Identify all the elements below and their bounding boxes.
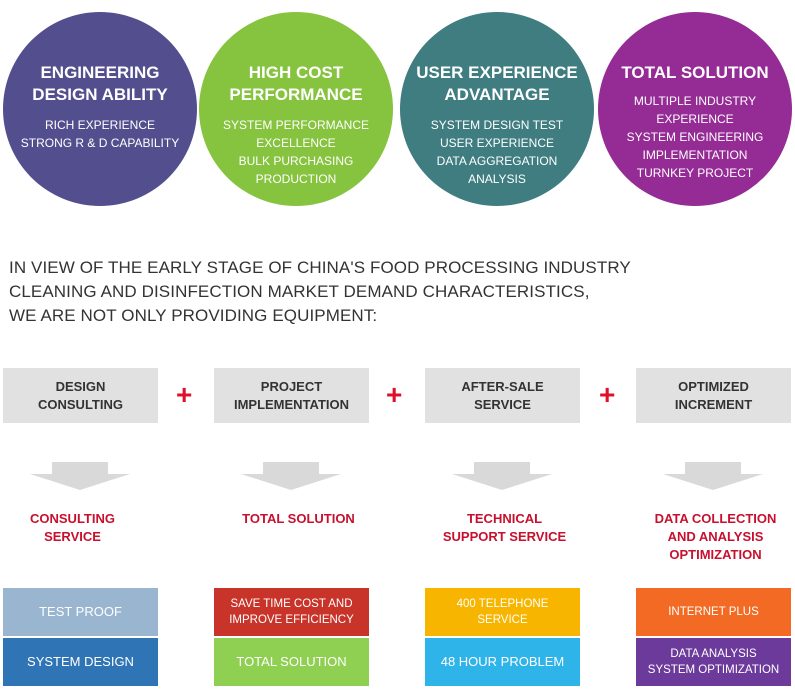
down-arrow-icon: [452, 462, 552, 490]
benefit-box-system-design: SYSTEM DESIGN: [3, 638, 158, 686]
feature-circle-cost-performance: HIGH COST PERFORMANCE SYSTEM PERFORMANCE…: [199, 12, 393, 206]
intro-line: CLEANING AND DISINFECTION MARKET DEMAND …: [9, 282, 590, 301]
circle-line: SYSTEM DESIGN TEST: [430, 118, 564, 132]
circle-line: SYSTEM ENGINEERING: [626, 130, 764, 144]
service-label-total-solution: TOTAL SOLUTION: [242, 511, 355, 526]
plus-icon: +: [386, 379, 403, 410]
circle-line: DATA AGGREGATION: [436, 154, 558, 168]
plus-icon: +: [176, 379, 193, 410]
step-after-sale-service: AFTER-SALE SERVICE: [425, 368, 580, 423]
circle-details: SYSTEM PERFORMANCE EXCELLENCE BULK PURCH…: [223, 116, 369, 188]
step-optimized-increment: OPTIMIZED INCREMENT: [636, 368, 791, 423]
circle-details: MULTIPLE INDUSTRY EXPERIENCE SYSTEM ENGI…: [627, 92, 764, 182]
circle-line: STRONG R & D CAPABILITY: [20, 136, 180, 150]
step-design-consulting: DESIGN CONSULTING: [3, 368, 158, 423]
down-arrow-icon: [30, 462, 130, 490]
intro-paragraph: IN VIEW OF THE EARLY STAGE OF CHINA'S FO…: [9, 256, 631, 328]
circle-line: PRODUCTION: [255, 172, 337, 186]
circle-title: HIGH COST PERFORMANCE: [229, 63, 363, 104]
plus-icon: +: [599, 379, 616, 410]
benefit-box-48-hour: 48 HOUR PROBLEM: [425, 638, 580, 686]
service-label-consulting: CONSULTING SERVICE: [30, 511, 115, 544]
circle-line: USER EXPERIENCE: [439, 136, 555, 150]
circle-line: TURNKEY PROJECT: [636, 166, 754, 180]
feature-circle-total-solution: TOTAL SOLUTION MULTIPLE INDUSTRY EXPERIE…: [598, 12, 792, 206]
intro-line: WE ARE NOT ONLY PROVIDING EQUIPMENT:: [9, 306, 378, 325]
circle-line: SYSTEM PERFORMANCE: [222, 118, 369, 132]
circle-title: ENGINEERING DESIGN ABILITY: [32, 63, 168, 104]
benefit-box-save-time: SAVE TIME COST AND IMPROVE EFFICIENCY: [214, 588, 369, 636]
benefit-box-test-proof: TEST PROOF: [3, 588, 158, 636]
circle-line: ANALYSIS: [468, 172, 526, 186]
benefit-box-telephone-service: 400 TELEPHONE SERVICE: [425, 588, 580, 636]
benefit-box-total-solution: TOTAL SOLUTION: [214, 638, 369, 686]
circle-line: IMPLEMENTATION: [642, 148, 748, 162]
circle-details: RICH EXPERIENCE STRONG R & D CAPABILITY: [21, 116, 179, 152]
circle-line: EXCELLENCE: [256, 136, 336, 150]
service-label-data-collection: DATA COLLECTION AND ANALYSIS OPTIMIZATIO…: [654, 511, 777, 562]
circle-title: TOTAL SOLUTION: [621, 63, 769, 82]
circle-details: SYSTEM DESIGN TEST USER EXPERIENCE DATA …: [431, 116, 563, 188]
benefit-box-internet-plus: INTERNET PLUS: [636, 588, 791, 636]
circle-title: USER EXPERIENCE ADVANTAGE: [416, 63, 578, 104]
intro-line: IN VIEW OF THE EARLY STAGE OF CHINA'S FO…: [9, 258, 631, 277]
circle-line: BULK PURCHASING: [238, 154, 354, 168]
circle-line: EXPERIENCE: [656, 112, 734, 126]
step-project-implementation: PROJECT IMPLEMENTATION: [214, 368, 369, 423]
circle-line: MULTIPLE INDUSTRY: [633, 94, 757, 108]
feature-circle-engineering: ENGINEERING DESIGN ABILITY RICH EXPERIEN…: [3, 12, 197, 206]
service-label-technical-support: TECHNICAL SUPPORT SERVICE: [442, 511, 567, 544]
down-arrow-icon: [241, 462, 341, 490]
down-arrow-icon: [663, 462, 763, 490]
feature-circle-user-experience: USER EXPERIENCE ADVANTAGE SYSTEM DESIGN …: [400, 12, 594, 206]
circle-line: RICH EXPERIENCE: [44, 118, 155, 132]
benefit-box-data-analysis: DATA ANALYSIS SYSTEM OPTIMIZATION: [636, 638, 791, 686]
